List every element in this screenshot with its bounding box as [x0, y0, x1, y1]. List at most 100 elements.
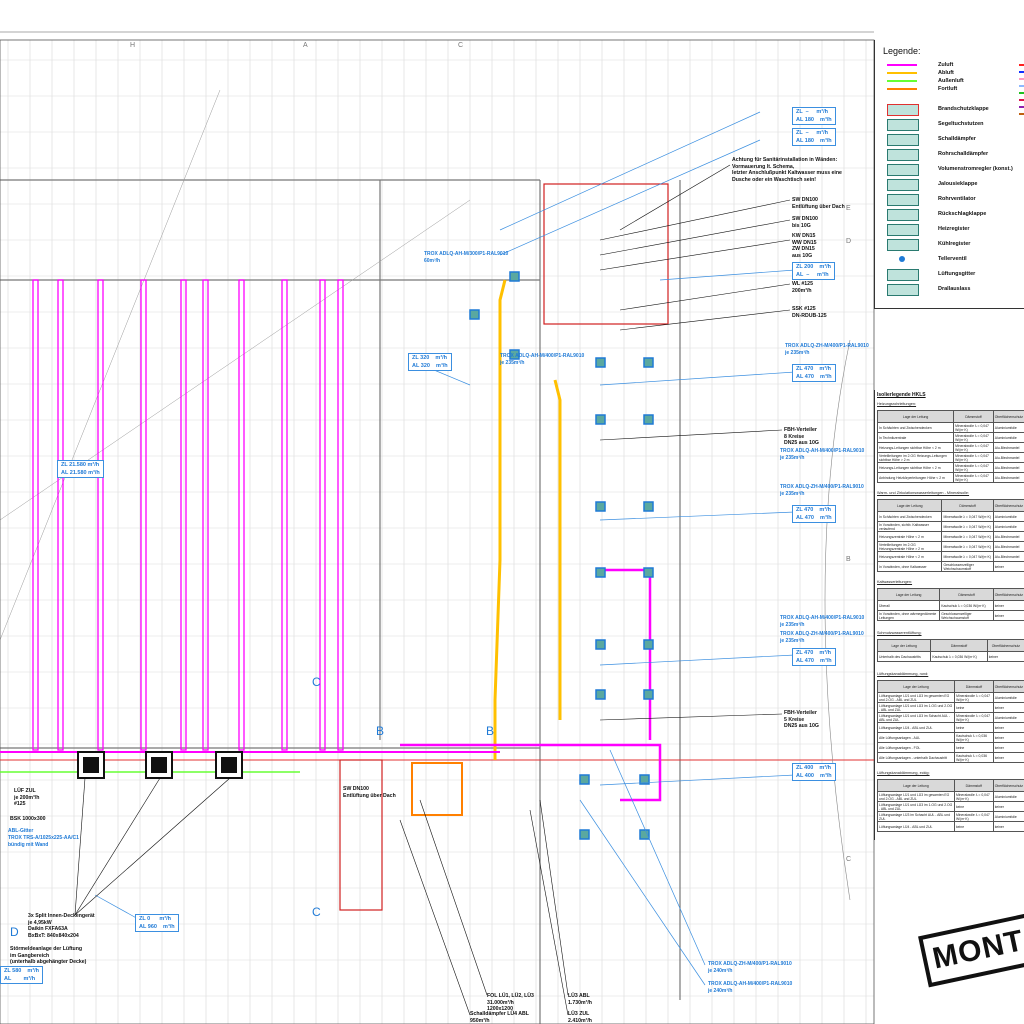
- table-cell: In Vorwänden, sichtb. Kaltwasser verlauf…: [876, 521, 943, 533]
- table-header: Oberflächenschutz: [986, 639, 1024, 653]
- exhaust-flow: AL 180 m³/h: [796, 138, 832, 144]
- table-cell: Alle Lüftungsanlagen - unterhalb Dachaus…: [876, 752, 956, 764]
- table-header: Lage der Leitung: [876, 410, 955, 423]
- table-cell: Lüftungsanlage LÜ4 - ABL und ZUL: [877, 821, 955, 833]
- exhaust-flow: AL 21.580 m³/h: [61, 470, 100, 476]
- insulation-section-title: Schmutzwasserentlüftung:: [877, 631, 922, 636]
- table-cell: keiner: [992, 821, 1024, 833]
- table-cell: Lüftungsanlage LÜ3 im Schacht AUL - ABL …: [877, 811, 955, 823]
- exhaust-flow: AL 470 m³/h: [796, 515, 832, 521]
- swirl-diffuser: [509, 271, 520, 282]
- table-cell: In Schächten und Zwischendecken: [876, 511, 943, 523]
- legend-color-swatch: [1019, 85, 1024, 87]
- diffuser-label: TROX ADLQ-AH-M/400/P1-RAL9010 je 235m³/h: [780, 448, 865, 461]
- table-cell: keine: [954, 702, 994, 714]
- supply-flow: ZL 470 m³/h: [796, 366, 832, 372]
- swirl-diffuser: [595, 689, 606, 700]
- diffuser-label: TROX ADLQ-AH-M/400/P1-RAL9010 je 235m³/h: [500, 353, 585, 366]
- legend-color-swatch: [1019, 99, 1024, 101]
- table-cell: Mineralwolle λ = 0,047 W/(m·K): [941, 531, 994, 543]
- table-cell: keiner: [992, 600, 1024, 612]
- table-cell: Alu-Blechmantel: [992, 531, 1024, 543]
- legend-symbol-label: Drallauslass: [938, 286, 971, 292]
- table-cell: Heizungszentrale Höhe < 2 m: [876, 531, 943, 543]
- legend-color-swatch: [1019, 92, 1024, 94]
- table-row: Lüftungsanlage LÜ1 und LÜ3 im gesamten E…: [877, 791, 1024, 803]
- supply-flow: ZL 470 m³/h: [796, 507, 832, 513]
- disc-valve-icon: [887, 254, 917, 264]
- table-cell: keiner: [992, 702, 1024, 714]
- table-cell: Lüftungsanlage LÜ1 und LÜ3 im 1.OG und 2…: [877, 801, 955, 813]
- exhaust-flow: AL 180 m³/h: [796, 117, 832, 123]
- swirl-diffuser-icon: [887, 284, 919, 296]
- table-cell: Kautschuk λ = 0,036 W/(m·K): [939, 600, 994, 612]
- supply-air-ducts: [32, 279, 344, 751]
- diffuser-label: TROX ADLQ-AH-M/400/P1-RAL9010 je 235m³/h: [780, 615, 865, 628]
- table-cell: Mineralwolle λ = 0,047 W/(m·K): [941, 511, 994, 523]
- diffuser-label: TROX ADLQ-ZH-M/400/P1-RAL9010 je 235m³/h: [780, 631, 864, 644]
- table-row: Lüftungsanlage LÜ1 und LÜ3 im gesamten E…: [876, 692, 1024, 704]
- swirl-diffuser: [643, 567, 654, 578]
- insulation-section-title: Warm- und Zirkulationswasserleitungen - …: [877, 491, 970, 496]
- duct-note: Schalldämpfer LÜ4 ABL 950m³/h: [470, 1011, 529, 1024]
- supply-flow: ZL 21.580 m³/h: [61, 462, 100, 468]
- table-cell: Aluminiumfolie: [992, 791, 1024, 803]
- ventilation-grille-icon: [887, 269, 919, 281]
- legend-symbol-label: Rohrventilator: [938, 196, 976, 202]
- table-header: Lage der Leitung: [876, 499, 943, 513]
- fire-damper-icon: [887, 104, 919, 116]
- diffuser-label: TROX ADLQ-AH-M/400/P1-RAL9010 je 240m³/h: [708, 981, 793, 994]
- section-mark: B: [486, 724, 495, 738]
- insulation-section-title: Lüftungskanaldämmung, rund:: [877, 672, 929, 677]
- silencer-icon: [887, 134, 919, 146]
- table-header: Oberflächenschutz: [992, 588, 1024, 602]
- table-header: Dämmstoff: [939, 588, 994, 602]
- table-cell: keiner: [992, 801, 1024, 813]
- exhaust-flow: AL 400 m³/h: [796, 773, 832, 779]
- table-row: Verteilleitungen im 2.OG Heizungszentral…: [876, 541, 1024, 553]
- pipe-note: KW DN15 WW DN15 ZW DN15 aus 10G: [792, 233, 817, 259]
- table-cell: Aluminiumfolie: [992, 712, 1024, 724]
- table-cell: Heizungs-Leitungen sichtbar Höhe < 2 m: [876, 442, 955, 453]
- cooling-coil-icon: [887, 239, 919, 251]
- swirl-diffuser: [643, 689, 654, 700]
- duct-note: FOL LÜ1, LÜ2, LÜ3 31.000m³/h 1200x1200: [487, 993, 534, 1012]
- legend-symbol-label: Jalousieklappe: [938, 181, 978, 187]
- table-cell: Alle Lüftungsanlagen - FOL: [876, 742, 956, 754]
- swirl-diffuser: [595, 567, 606, 578]
- legend-symbol-label: Lüftungsgitter: [938, 271, 976, 277]
- alarm-note: Störmeldeanlage der Lüftung im Gangberei…: [10, 946, 87, 965]
- table-cell: keiner: [992, 732, 1024, 744]
- section-mark: C: [312, 905, 321, 919]
- supply-flow: ZL 320 m³/h: [412, 355, 448, 361]
- table-row: In Vorwänden, sichtb. Kaltwasser verlauf…: [876, 521, 1024, 533]
- duct-note: LÜ3 ABL 1.730m³/h: [568, 993, 592, 1006]
- swirl-diffuser: [595, 414, 606, 425]
- legend-line-swatch: [887, 88, 917, 90]
- table-cell: Mineralwolle λ = 0,047 W/(m·K): [953, 791, 994, 803]
- table-cell: Kautschuk λ = 0,036 W/(m·K): [954, 732, 994, 744]
- grille-label: ABL-Gitter TROX TRS-A/1025x225-AA/C1 bün…: [8, 828, 79, 848]
- legend-line-label: Zuluft: [938, 62, 954, 68]
- pipe-note: WL #125 200m³/h: [792, 281, 813, 294]
- supply-flow: ZL 580 m³/h: [4, 968, 40, 974]
- table-cell: Verteilleitungen im 2.OG Heizungszentral…: [876, 541, 943, 553]
- insulation-legend: Isolierlegende HKLS Heizungsrohrleitunge…: [874, 390, 1024, 840]
- building-outline: [0, 31, 875, 1024]
- table-header: Oberflächenschutz: [992, 410, 1024, 423]
- underfloor-manifold-note: FBH-Verteiler 5 Kreise DN25 aus 10G: [784, 710, 819, 729]
- exhaust-flow: AL m³/h: [4, 976, 36, 982]
- table-cell: Mineralwolle λ = 0,047 W/(m·K): [941, 541, 994, 553]
- legend-symbol-label: Segeltuchstutzen: [938, 121, 984, 127]
- insulation-section-title: Kaltwasserleitungen:: [877, 580, 913, 585]
- grid-axis-label: A: [303, 42, 308, 49]
